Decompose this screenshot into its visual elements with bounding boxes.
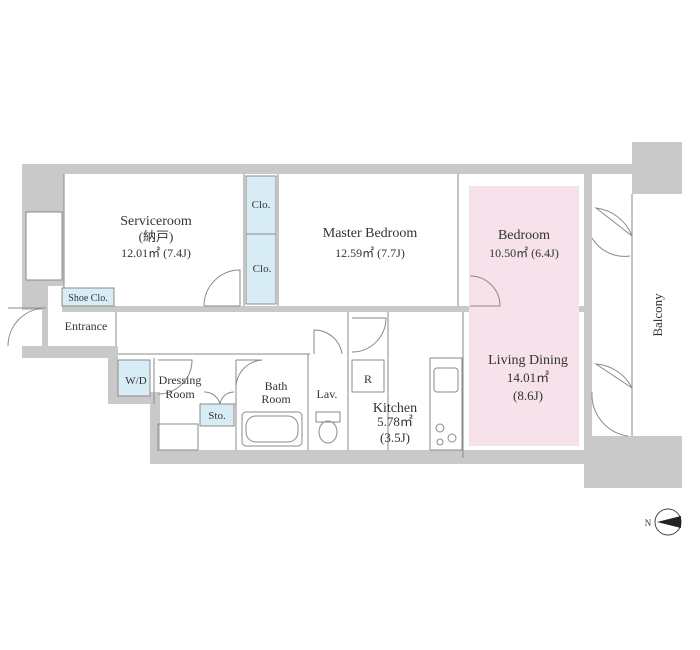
living-dining-jo: (8.6J) — [513, 388, 543, 403]
balcony-name: Balcony — [650, 293, 665, 337]
refrigerator-label: R — [364, 372, 372, 386]
wall-right-column — [584, 164, 592, 464]
master-bedroom-name: Master Bedroom — [323, 226, 418, 241]
bath-room-line1: Bath — [265, 379, 288, 393]
compass: N — [645, 508, 682, 536]
serviceroom-area: 12.01㎡ (7.4J) — [121, 246, 191, 260]
door-dressing — [157, 359, 193, 395]
toilet-bowl — [318, 420, 338, 444]
kitchen-sink — [433, 367, 459, 393]
closet-2 — [245, 233, 277, 305]
wall-bottom — [150, 450, 592, 464]
wall-right-top — [632, 142, 682, 194]
dressing-room-line1: Dressing — [159, 373, 202, 387]
refrigerator — [351, 359, 385, 393]
toilet-tank — [315, 411, 341, 423]
serviceroom-sub: (納戸) — [139, 229, 174, 244]
living-highlight — [469, 186, 579, 446]
door-living-balcony-arc — [591, 391, 629, 437]
wall-lower-left — [150, 392, 160, 464]
fixtures — [25, 194, 633, 451]
window-bay — [25, 211, 63, 281]
kitchen-jo: (3.5J) — [380, 430, 410, 445]
wall-entrance-bottom — [22, 346, 116, 358]
doors — [7, 207, 633, 437]
door-bedroom — [469, 275, 501, 307]
compass-arrow-icon — [657, 516, 681, 528]
closet-2-label: Clo. — [253, 263, 272, 275]
walk-in-closet — [117, 359, 151, 397]
bedroom-name: Bedroom — [498, 228, 550, 243]
storage-labels: Clo. Clo. Shoe Clo. W/D Sto. R — [68, 199, 372, 422]
washbasin — [157, 423, 199, 451]
stove-burner — [435, 423, 445, 433]
dressing-room-line2: Room — [165, 387, 195, 401]
door-kitchen — [351, 317, 387, 353]
wall-corridor-top — [62, 306, 586, 312]
storage-areas — [61, 175, 277, 427]
door-lav — [313, 329, 343, 355]
wall-recess — [26, 212, 62, 280]
bathtub — [241, 411, 303, 447]
wall-right-bottom — [584, 436, 682, 488]
door-serviceroom — [203, 269, 241, 307]
room-labels: Serviceroom (納戸) 12.01㎡ (7.4J) Master Be… — [65, 214, 665, 445]
wall-entrance-left — [42, 286, 48, 358]
stove-burner — [436, 438, 444, 446]
bedroom-area: 10.50㎡ (6.4J) — [489, 246, 559, 260]
partitions — [63, 174, 464, 458]
kitchen-counter — [429, 357, 463, 451]
bathtub-inner — [245, 415, 299, 443]
closet-1-label: Clo. — [252, 199, 271, 211]
shoe-closet — [61, 287, 115, 307]
kitchen-area: 5.78㎡ — [377, 414, 413, 429]
door-living-balcony — [594, 363, 633, 389]
shoe-closet-label: Shoe Clo. — [68, 293, 107, 304]
door-bath — [235, 359, 263, 387]
compass-label: N — [645, 518, 652, 528]
door-entrance — [7, 307, 47, 347]
wall-top — [22, 164, 634, 174]
walls — [22, 142, 682, 488]
entrance-name: Entrance — [65, 319, 108, 333]
door-bedroom-balcony — [594, 207, 633, 237]
door-storage — [203, 391, 235, 405]
walk-in-label: W/D — [125, 375, 146, 387]
bath-room-line2: Room — [261, 392, 291, 406]
serviceroom-name: Serviceroom — [120, 214, 192, 229]
storage-closet — [199, 403, 235, 427]
lavatory-name: Lav. — [317, 387, 338, 401]
living-dining-name: Living Dining — [488, 353, 568, 368]
wall-wd-left — [108, 346, 118, 402]
kitchen-name: Kitchen — [373, 401, 417, 416]
stove-burner — [447, 433, 457, 443]
door-bedroom-balcony-arc — [591, 237, 631, 257]
living-dining-area: 14.01㎡ — [507, 370, 549, 385]
master-bedroom-area: 12.59㎡ (7.7J) — [335, 246, 405, 260]
storage-label: Sto. — [208, 410, 226, 422]
